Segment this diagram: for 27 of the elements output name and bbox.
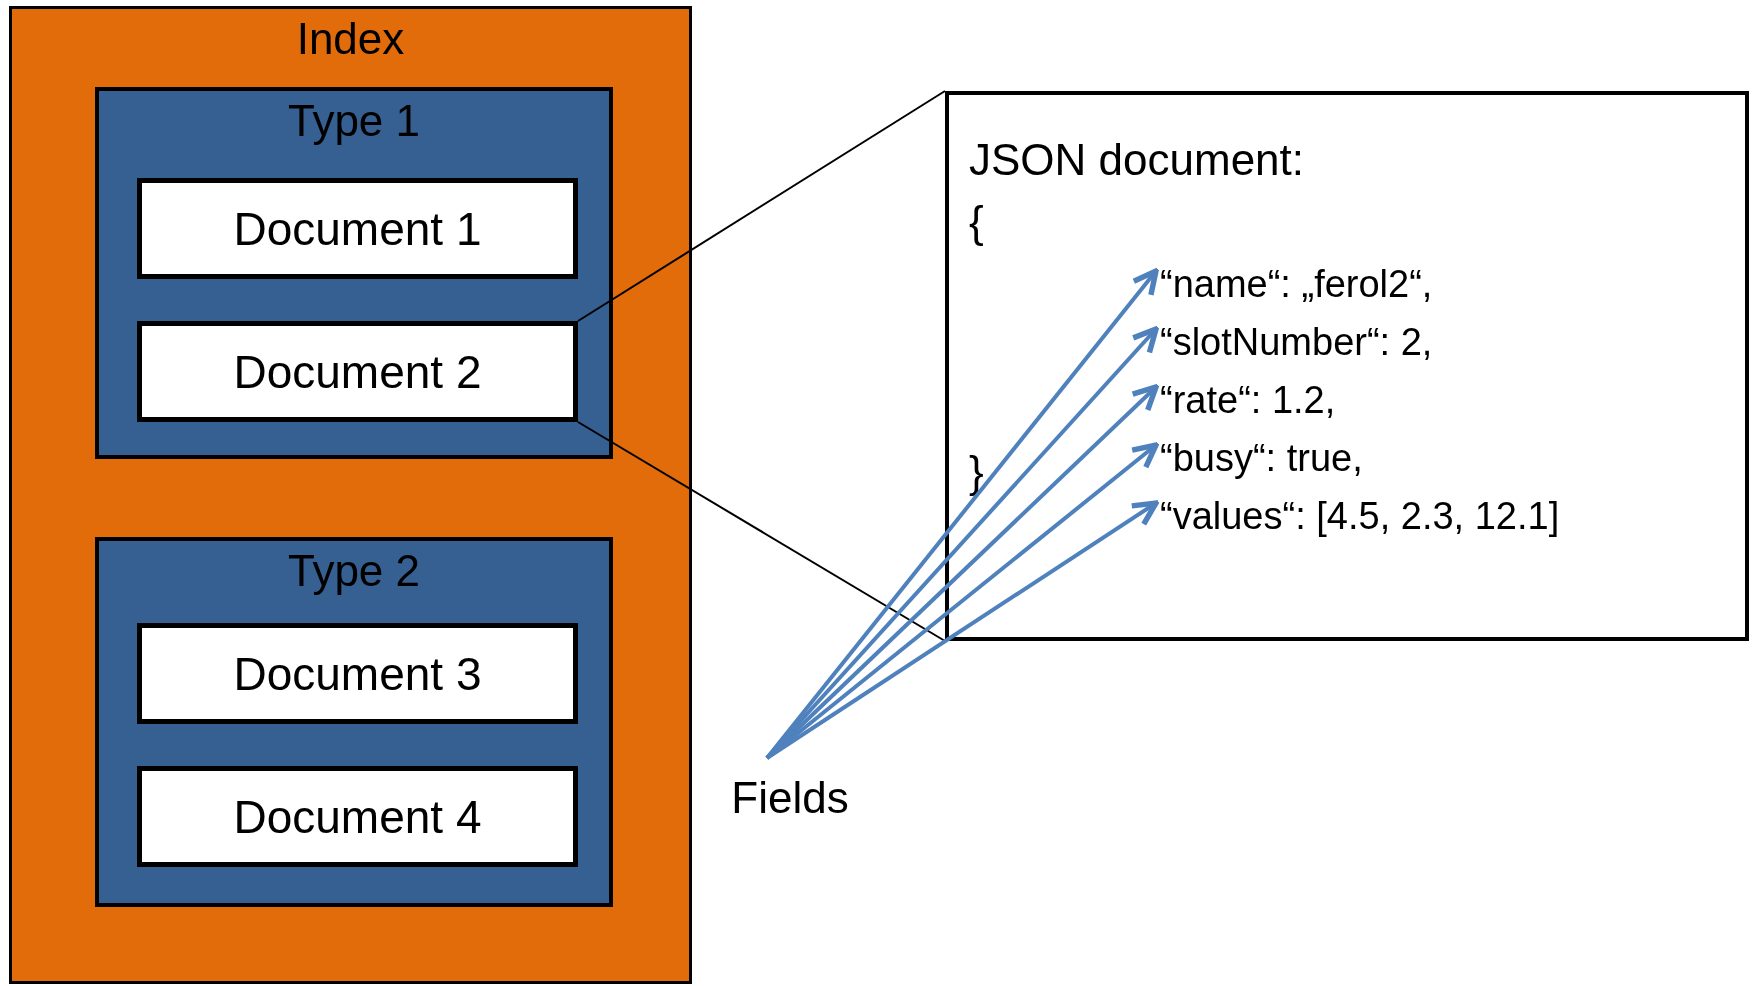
json-field-text: “values“: [4.5, 2.3, 12.1] <box>1160 494 1560 539</box>
type-container <box>95 87 613 459</box>
container-heading: Type 1 <box>286 95 422 147</box>
index-container <box>9 6 692 984</box>
close-brace: } <box>969 446 984 498</box>
json-heading: JSON document: <box>969 134 1305 186</box>
arrow <box>765 500 1159 760</box>
document-label: Document 1 <box>232 202 483 256</box>
document-box <box>137 623 578 724</box>
open-brace: { <box>969 196 984 248</box>
container-heading: Index <box>295 13 406 65</box>
zoom-line <box>577 90 946 322</box>
document-box <box>137 178 578 279</box>
zoom-line <box>577 421 946 642</box>
json-field-text: “busy“: true, <box>1160 436 1363 481</box>
json-document-box <box>945 91 1749 641</box>
json-field-text: “rate“: 1.2, <box>1160 378 1336 423</box>
json-field-text: “slotNumber“: 2, <box>1160 320 1433 365</box>
document-label: Document 3 <box>232 647 483 701</box>
json-field-text: “name“: „ferol2“, <box>1160 262 1433 307</box>
type-container <box>95 537 613 907</box>
document-box <box>137 321 578 422</box>
document-label: Document 4 <box>232 790 483 844</box>
container-heading: Type 2 <box>286 545 422 597</box>
document-box <box>137 766 578 867</box>
document-label: Document 2 <box>232 345 483 399</box>
fields-label: Fields <box>730 772 850 824</box>
